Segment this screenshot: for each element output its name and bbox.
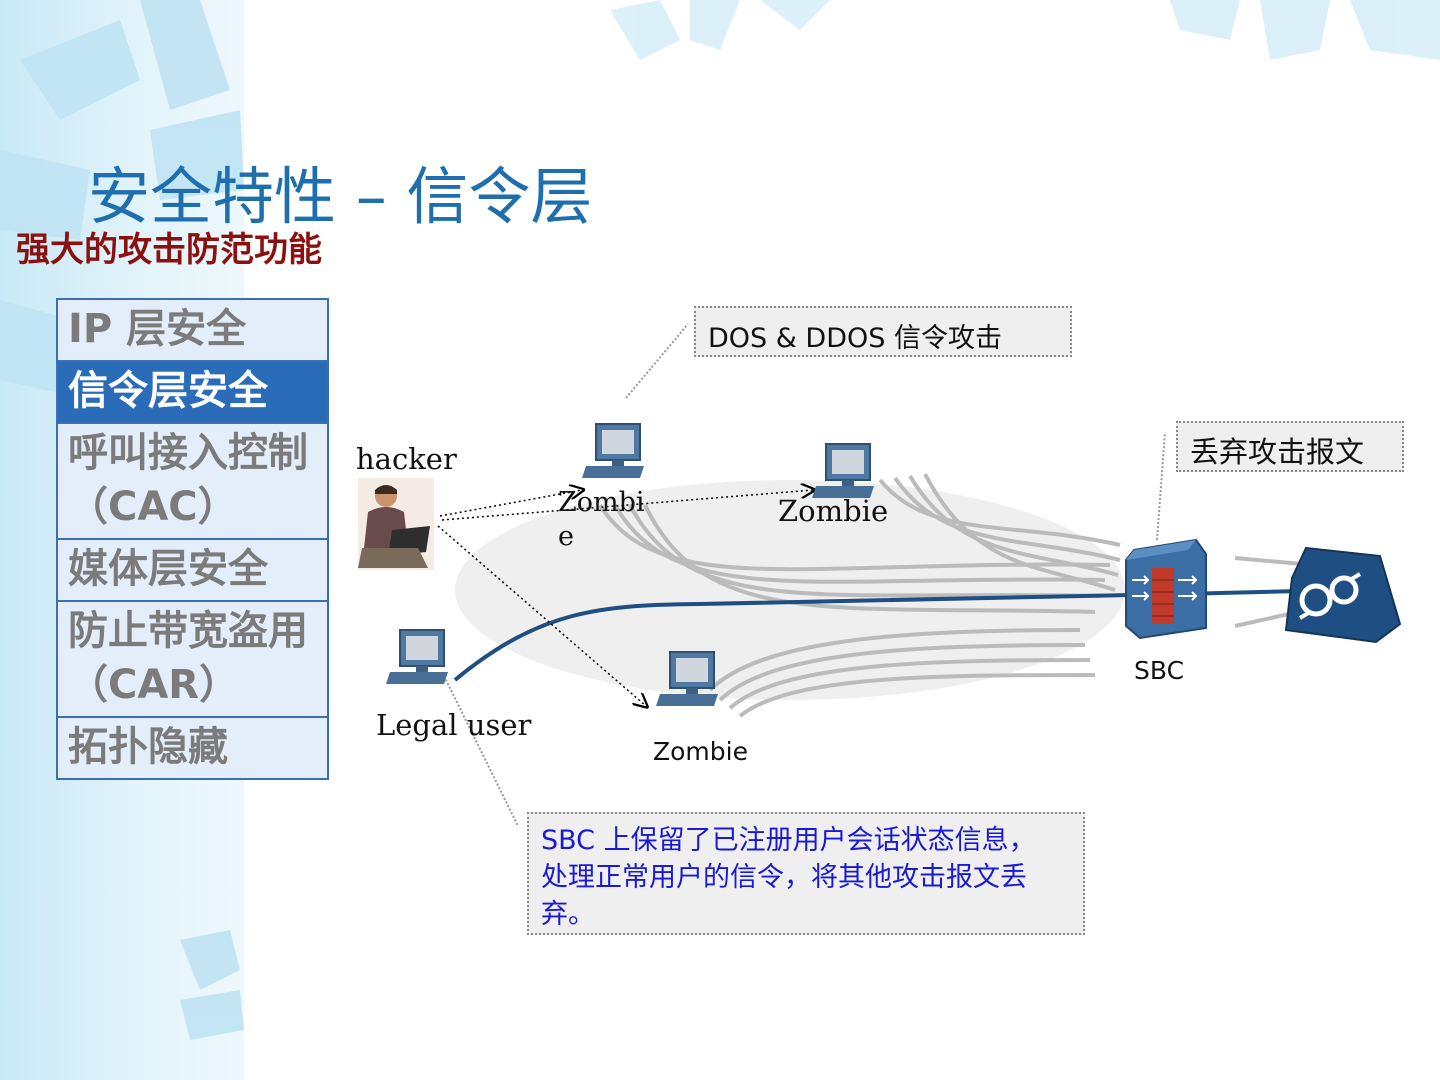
menu-item-car[interactable]: 防止带宽盗用（CAR） xyxy=(58,600,327,716)
feature-menu: IP 层安全 信令层安全 呼叫接入控制（CAC） 媒体层安全 防止带宽盗用（CA… xyxy=(56,298,329,780)
menu-item-cac[interactable]: 呼叫接入控制（CAC） xyxy=(58,422,327,538)
sbc-firewall-icon xyxy=(1125,538,1207,640)
callout-dos-text: DOS & DDOS 信令攻击 xyxy=(708,323,1002,354)
zombie-top-left-label: Zombie xyxy=(558,487,645,552)
network-cloud xyxy=(455,480,1125,700)
callout-dos-attack: DOS & DDOS 信令攻击 xyxy=(694,306,1072,357)
zombie-bottom-label: Zombie xyxy=(653,737,748,766)
hacker-person-icon xyxy=(358,478,434,570)
core-network-gear-icon xyxy=(1284,546,1402,644)
computer-icon-zombie-top-left xyxy=(582,423,644,478)
menu-item-topology-hiding[interactable]: 拓扑隐藏 xyxy=(58,716,327,778)
slide-title: 安全特性 – 信令层 xyxy=(88,160,593,233)
slide-subtitle: 强大的攻击防范功能 xyxy=(16,230,322,270)
callout-leaders xyxy=(443,323,1166,827)
legal-user-label: Legal user xyxy=(376,708,532,742)
hacker-control-arrows xyxy=(437,490,813,706)
callout-drop-text: 丢弃攻击报文 xyxy=(1190,435,1365,469)
callout-sbc-text: SBC 上保留了已注册用户会话状态信息，处理正常用户的信令，将其他攻击报文丢弃。 xyxy=(541,825,1036,930)
hacker-label: hacker xyxy=(356,442,457,476)
callout-drop-packets: 丢弃攻击报文 xyxy=(1176,421,1404,472)
menu-item-signaling-layer[interactable]: 信令层安全 xyxy=(58,360,327,422)
sbc-label: SBC xyxy=(1134,656,1185,685)
computer-icon-legal-user xyxy=(386,629,448,684)
callout-sbc-note: SBC 上保留了已注册用户会话状态信息，处理正常用户的信令，将其他攻击报文丢弃。 xyxy=(527,812,1085,935)
computer-icon-zombie-bottom xyxy=(656,651,718,706)
legal-user-path xyxy=(453,588,1341,682)
menu-item-media-layer[interactable]: 媒体层安全 xyxy=(58,538,327,600)
menu-item-ip-layer[interactable]: IP 层安全 xyxy=(58,300,327,360)
computer-icon-zombie-top-right xyxy=(812,443,874,498)
zombie-top-right-label: Zombie xyxy=(778,494,889,528)
